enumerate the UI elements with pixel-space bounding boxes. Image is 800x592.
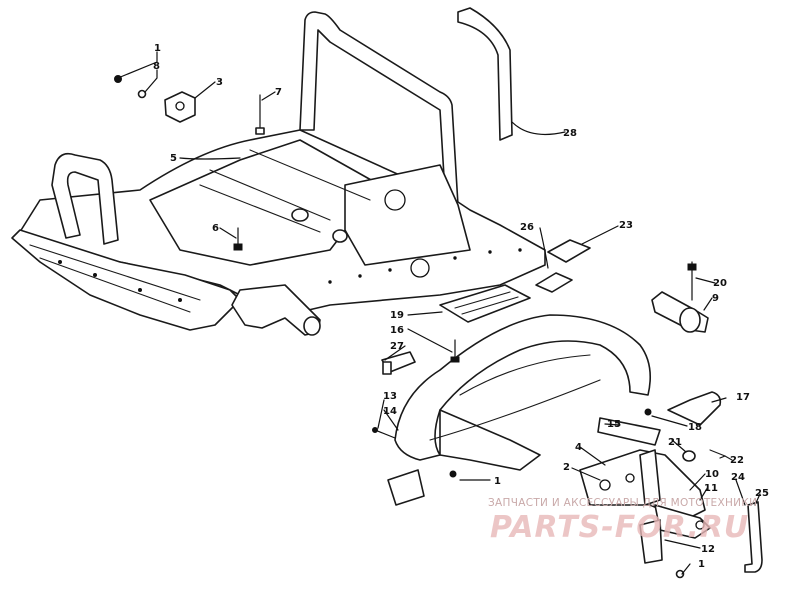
lever-part-25 <box>744 501 763 573</box>
callout-8: 8 <box>153 61 160 72</box>
washer-part-8 <box>137 89 147 99</box>
nut-part-1-lower <box>449 470 457 478</box>
callout-24: 24 <box>731 472 745 483</box>
bolt-part-16 <box>450 339 460 363</box>
strap-part-28 <box>457 7 513 141</box>
callout-11: 11 <box>704 483 718 494</box>
nut-part-1-bottom <box>675 569 685 579</box>
callout-10: 10 <box>705 469 719 480</box>
fender-part-14 <box>394 314 651 471</box>
callout-13: 13 <box>383 391 397 402</box>
spring-part-22 <box>709 449 733 461</box>
clamp-part-9 <box>651 261 709 333</box>
pad-part-26 <box>535 272 573 293</box>
chassis-frame <box>11 11 546 336</box>
callout-28: 28 <box>563 128 577 139</box>
callout-12: 12 <box>701 544 715 555</box>
washer-part-21 <box>682 450 696 462</box>
callout-1a: 1 <box>154 43 161 54</box>
callout-3: 3 <box>216 77 223 88</box>
callout-labels: 1 8 3 7 5 6 28 26 23 20 9 19 16 27 13 14… <box>153 43 769 570</box>
bracket-part-3 <box>164 91 196 123</box>
bolt-part-6 <box>233 227 243 251</box>
callout-16: 16 <box>390 325 404 336</box>
watermark-logo: PARTS-FOR.RU <box>490 510 750 545</box>
hinge-assembly <box>579 449 711 564</box>
callout-15: 15 <box>607 419 621 430</box>
leader-lines <box>117 51 761 575</box>
bracket-part-27 <box>381 351 416 375</box>
callout-20: 20 <box>713 278 727 289</box>
callout-26: 26 <box>520 222 534 233</box>
callout-14: 14 <box>383 406 397 417</box>
callout-7: 7 <box>275 87 282 98</box>
callout-19: 19 <box>390 310 404 321</box>
bolt-part-7 <box>255 94 265 135</box>
handle-part-17 <box>667 391 722 426</box>
lower-bracket <box>387 469 425 506</box>
callout-22: 22 <box>730 455 744 466</box>
callout-1b: 1 <box>494 476 501 487</box>
callout-9: 9 <box>712 293 719 304</box>
callout-25: 25 <box>755 488 769 499</box>
screw-part-13 <box>372 427 396 439</box>
callout-17: 17 <box>736 392 750 403</box>
callout-1c: 1 <box>698 559 705 570</box>
callout-27: 27 <box>390 341 404 352</box>
watermark-tagline: ЗАПЧАСТИ И АКСЕССУАРЫ ДЛЯ МОТОТЕХНИКИ <box>488 497 758 509</box>
callout-6: 6 <box>212 223 219 234</box>
step-pad-part-19 <box>439 284 531 323</box>
callout-18: 18 <box>688 422 702 433</box>
callout-21: 21 <box>668 437 682 448</box>
pad-part-23 <box>547 239 591 263</box>
callout-4: 4 <box>575 442 582 453</box>
callout-23: 23 <box>619 220 633 231</box>
callout-2: 2 <box>563 462 570 473</box>
pin-part-18 <box>644 408 652 416</box>
callout-5: 5 <box>170 153 177 164</box>
